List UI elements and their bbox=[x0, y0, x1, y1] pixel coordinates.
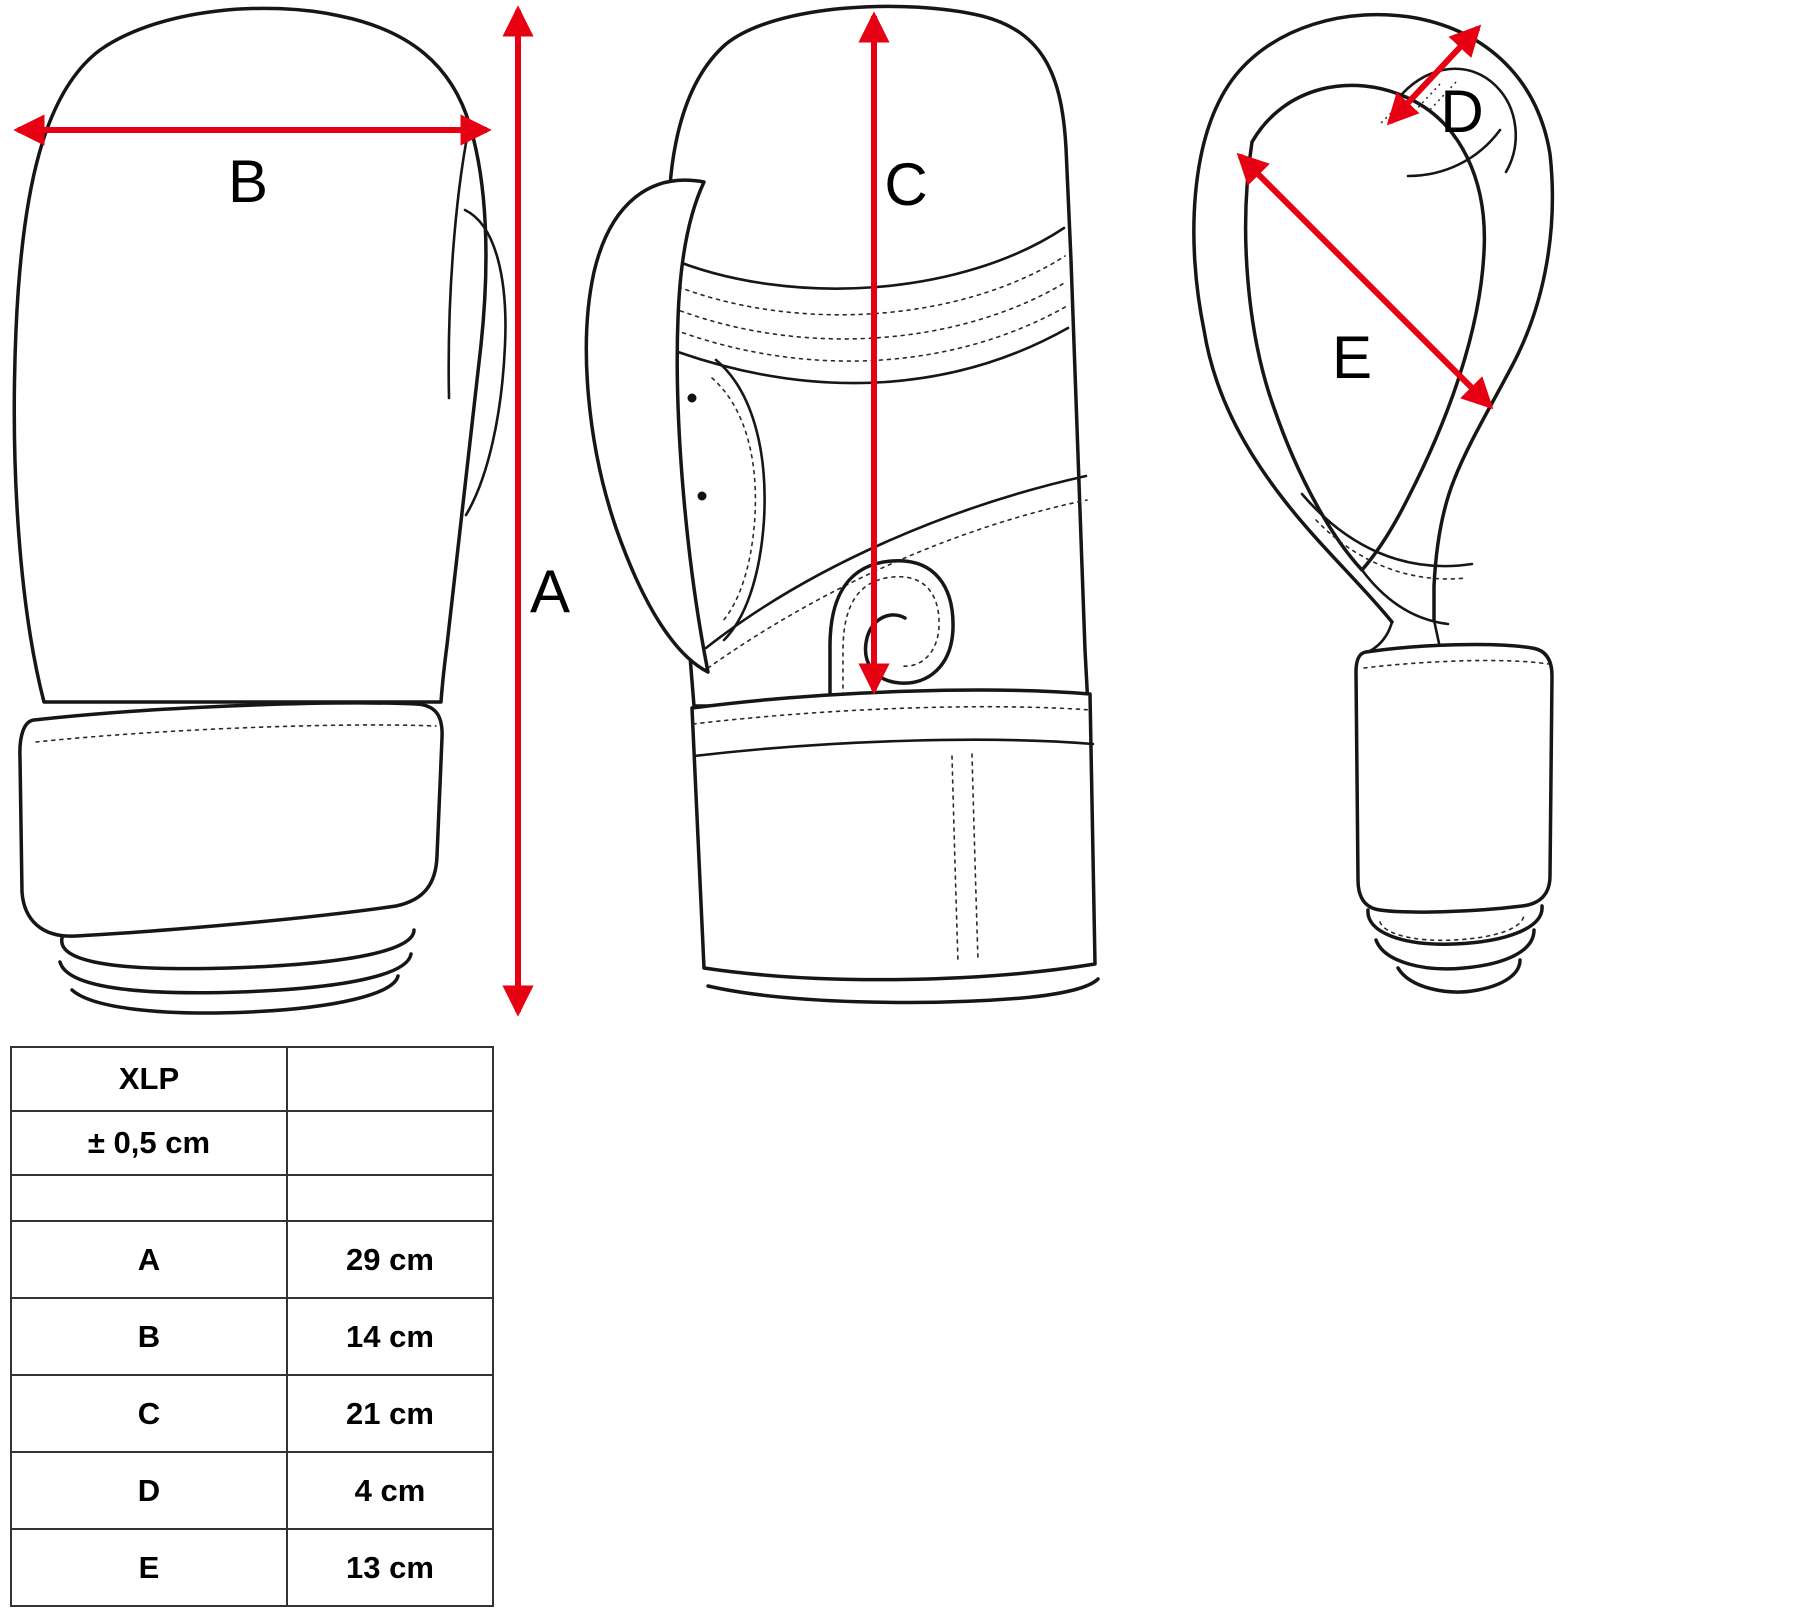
flap-vertical-stitch-1 bbox=[951, 755, 959, 963]
empty-cell bbox=[286, 1046, 494, 1112]
dimension-cell: D bbox=[10, 1451, 288, 1530]
dimension-row-b: B 14 cm bbox=[10, 1297, 494, 1376]
dimension-row-d: D 4 cm bbox=[10, 1451, 494, 1530]
profile-edge-band-3 bbox=[1396, 958, 1522, 994]
wrist-wrap-stitch bbox=[1315, 519, 1467, 580]
mitt-outline bbox=[12, 6, 488, 704]
wrist-flap-outline bbox=[690, 688, 1097, 982]
wrist-wrap-seam-2 bbox=[1360, 568, 1450, 626]
thumb-pad-stitch bbox=[711, 377, 757, 623]
dimension-cell: E bbox=[10, 1528, 288, 1607]
profile-band-stitch bbox=[1379, 913, 1525, 942]
dimension-row-e: E 13 cm bbox=[10, 1528, 494, 1607]
empty-cell bbox=[286, 1174, 494, 1222]
flap-vertical-stitch-2 bbox=[971, 753, 979, 961]
profile-cuff-outline bbox=[1354, 642, 1554, 914]
value-cell: 29 cm bbox=[286, 1220, 494, 1299]
profile-cuff-stitch bbox=[1363, 659, 1549, 669]
dimension-row-c: C 21 cm bbox=[10, 1374, 494, 1453]
size-row: XLP bbox=[10, 1046, 494, 1112]
grip-loop-stitch bbox=[842, 576, 940, 721]
glove-front-view bbox=[584, 4, 1100, 1005]
cuff-outline bbox=[18, 701, 444, 938]
dimension-cell: B bbox=[10, 1297, 288, 1376]
strap-top-stitch bbox=[692, 705, 1092, 725]
tolerance-cell: ± 0,5 cm bbox=[10, 1110, 288, 1176]
strap-bottom-seam bbox=[692, 738, 1095, 758]
vent-hole-1 bbox=[687, 393, 697, 403]
dimension-label-c: C bbox=[884, 151, 927, 218]
dimension-cell: A bbox=[10, 1220, 288, 1299]
glove-back-view bbox=[12, 6, 507, 1015]
dimension-cell: C bbox=[10, 1374, 288, 1453]
measurement-arrow-a: A bbox=[502, 5, 570, 1017]
hand-seam bbox=[447, 130, 470, 400]
cuff-edge-band-1 bbox=[60, 928, 416, 971]
empty-cell bbox=[10, 1174, 288, 1222]
measurements-table: XLP ± 0,5 cm A 29 cm B 14 cm C 21 cm bbox=[10, 1046, 494, 1607]
dimension-label-a: A bbox=[530, 558, 570, 625]
measurement-arrow-c: C bbox=[858, 11, 928, 695]
value-cell: 4 cm bbox=[286, 1451, 494, 1530]
cuff-edge-band-2 bbox=[58, 952, 413, 995]
profile-edge-band-1 bbox=[1366, 904, 1544, 946]
size-code-cell: XLP bbox=[10, 1046, 288, 1112]
value-cell: 13 cm bbox=[286, 1528, 494, 1607]
gloves-diagram: B A C D E bbox=[12, 4, 1555, 1017]
empty-cell bbox=[286, 1110, 494, 1176]
arrow-e-line bbox=[1236, 152, 1494, 410]
wrist-wrap-seam-1 bbox=[1300, 492, 1474, 568]
flap-bottom-edge bbox=[706, 977, 1100, 1005]
value-cell: 14 cm bbox=[286, 1297, 494, 1376]
body-outline bbox=[666, 4, 1090, 708]
profile-silhouette bbox=[1192, 12, 1555, 624]
measurement-arrow-d: D bbox=[1386, 24, 1484, 145]
spacer-row bbox=[10, 1174, 494, 1222]
profile-edge-band-2 bbox=[1374, 928, 1536, 971]
dimension-label-e: E bbox=[1332, 324, 1372, 391]
dimension-row-a: A 29 cm bbox=[10, 1220, 494, 1299]
dimension-label-d: D bbox=[1440, 78, 1483, 145]
cuff-stitch-line bbox=[35, 724, 437, 743]
wrist-join-right bbox=[1432, 618, 1442, 650]
measurement-arrow-e: E bbox=[1236, 152, 1494, 410]
value-cell: 21 cm bbox=[286, 1374, 494, 1453]
cuff-edge-band-3 bbox=[70, 974, 400, 1015]
measurement-arrow-b: B bbox=[13, 114, 492, 215]
tolerance-row: ± 0,5 cm bbox=[10, 1110, 494, 1176]
thumb-outline bbox=[584, 178, 710, 674]
arrow-d-line bbox=[1386, 24, 1482, 126]
dimension-label-b: B bbox=[228, 148, 268, 215]
vent-hole-2 bbox=[697, 491, 707, 501]
thumb-pad-seam bbox=[714, 358, 766, 642]
